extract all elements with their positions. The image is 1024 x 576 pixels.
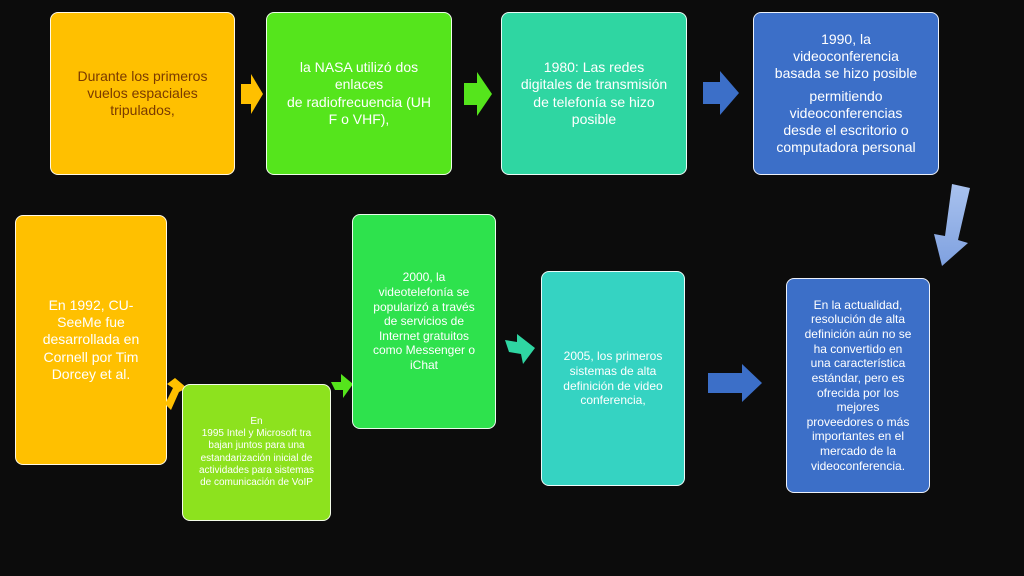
text-line: tripulados, — [110, 102, 175, 119]
step-box-videotelephony: 2000, la videotelefonía se popularizó a … — [352, 214, 496, 429]
text-line: de radiofrecuencia (UH — [287, 93, 431, 110]
text-line: Cornell por Tim — [43, 348, 139, 365]
text-line: la NASA utilizó dos — [299, 59, 419, 76]
step-box-cuseeme: En 1992, CU- SeeMe fue desarrollada en C… — [15, 215, 167, 465]
arrow-right-icon — [708, 364, 762, 402]
text-line: estándar, pero es — [811, 370, 905, 385]
text-line: videoconferencia. — [810, 458, 906, 473]
arrow-diagonal-icon — [331, 374, 353, 398]
text-line: basada se hizo posible — [774, 64, 918, 81]
text-line: ha convertido en — [813, 341, 903, 356]
text-line: En 1992, CU- — [48, 297, 134, 314]
text-line: 2005, los primeros — [563, 349, 663, 364]
arrow-right-icon — [241, 74, 263, 114]
text-line: mercado de la — [819, 444, 897, 458]
step-box-desktop-videoconference: 1990, la videoconferencia basada se hizo… — [753, 12, 939, 175]
step-box-hd-systems: 2005, los primeros sistemas de alta defi… — [541, 271, 685, 486]
text-line: videoconferencias — [789, 105, 903, 122]
text-line: 2000, la — [402, 270, 446, 285]
text-line: definición de video — [563, 378, 663, 393]
step-box-current-state: En la actualidad, resolución de alta def… — [786, 278, 930, 493]
text-line: definición aún no se — [804, 327, 912, 341]
text-line: bajan juntos para una — [208, 440, 305, 452]
text-line: de servicios de — [383, 314, 465, 329]
text-line: En — [250, 415, 263, 427]
text-line: importantes en el — [811, 429, 905, 444]
step-box-early-flights: Durante los primeros vuelos espaciales t… — [50, 12, 235, 175]
step-box-nasa-links: la NASA utilizó dos enlaces de radiofrec… — [266, 12, 452, 175]
text-line: desde el escritorio o — [783, 122, 909, 139]
step-text: 1980: Las redes digitales de transmisión… — [521, 59, 667, 127]
arrow-down-icon — [934, 184, 970, 266]
text-line: una característica — [810, 356, 906, 371]
step-box-digital-networks: 1980: Las redes digitales de transmisión… — [501, 12, 687, 175]
step-text: Durante los primeros vuelos espaciales t… — [78, 68, 208, 119]
text-line: Dorcey et al. — [51, 365, 131, 382]
step-text: 2000, la videotelefonía se popularizó a … — [373, 270, 475, 372]
text-line: permitiendo — [809, 87, 883, 104]
text-line: digitales de transmisión — [520, 76, 668, 93]
text-line: Durante los primeros — [77, 67, 208, 84]
text-line: popularizó a través — [373, 299, 475, 314]
step-text: 2005, los primeros sistemas de alta defi… — [563, 349, 662, 408]
text-line: En la actualidad, — [813, 297, 903, 312]
text-line: SeeMe fue — [57, 314, 125, 331]
text-line: videotelefonía se — [378, 284, 470, 299]
text-line: ofrecida por los — [816, 385, 900, 400]
step-box-intel-microsoft: En 1995 Intel y Microsoft tra bajan junt… — [182, 384, 331, 521]
text-line: de comunicación de VoIP — [200, 476, 313, 488]
step-text: En 1995 Intel y Microsoft tra bajan junt… — [199, 416, 314, 489]
text-line: desarrollada en — [42, 331, 140, 348]
arrow-diagonal-icon — [505, 334, 535, 364]
text-line: videoconferencia — [793, 47, 899, 64]
text-line: 1995 Intel y Microsoft tra — [201, 428, 312, 440]
text-line: mejores — [836, 400, 880, 415]
text-line: conferencia, — [580, 393, 646, 408]
text-line: iChat — [409, 358, 438, 373]
step-text: En la actualidad, resolución de alta def… — [805, 298, 912, 474]
text-line: enlaces — [334, 76, 384, 93]
arrow-right-icon — [464, 72, 492, 116]
text-line: estandarización inicial de — [200, 452, 313, 464]
text-line: de telefonía se hizo — [533, 93, 655, 110]
text-line: vuelos espaciales — [87, 84, 198, 101]
text-line: 1980: Las redes — [543, 59, 645, 76]
text-line: como Messenger o — [372, 343, 476, 358]
step-text: 1990, la videoconferencia basada se hizo… — [775, 31, 917, 157]
text-line: actividades para sistemas — [198, 464, 315, 476]
text-line: computadora personal — [776, 139, 916, 156]
step-text: la NASA utilizó dos enlaces de radiofrec… — [287, 59, 431, 127]
text-line: proveedores o más — [806, 414, 910, 429]
step-text: En 1992, CU- SeeMe fue desarrollada en C… — [43, 297, 140, 382]
text-line: F o VHF), — [328, 110, 390, 127]
text-line: sistemas de alta — [569, 363, 657, 378]
arrow-diagonal-icon — [165, 378, 187, 410]
arrow-right-icon — [703, 71, 739, 115]
text-line: resolución de alta — [810, 312, 906, 327]
text-line: posible — [571, 110, 617, 127]
text-line: Internet gratuitos — [378, 328, 470, 343]
text-line: 1990, la — [821, 30, 871, 47]
